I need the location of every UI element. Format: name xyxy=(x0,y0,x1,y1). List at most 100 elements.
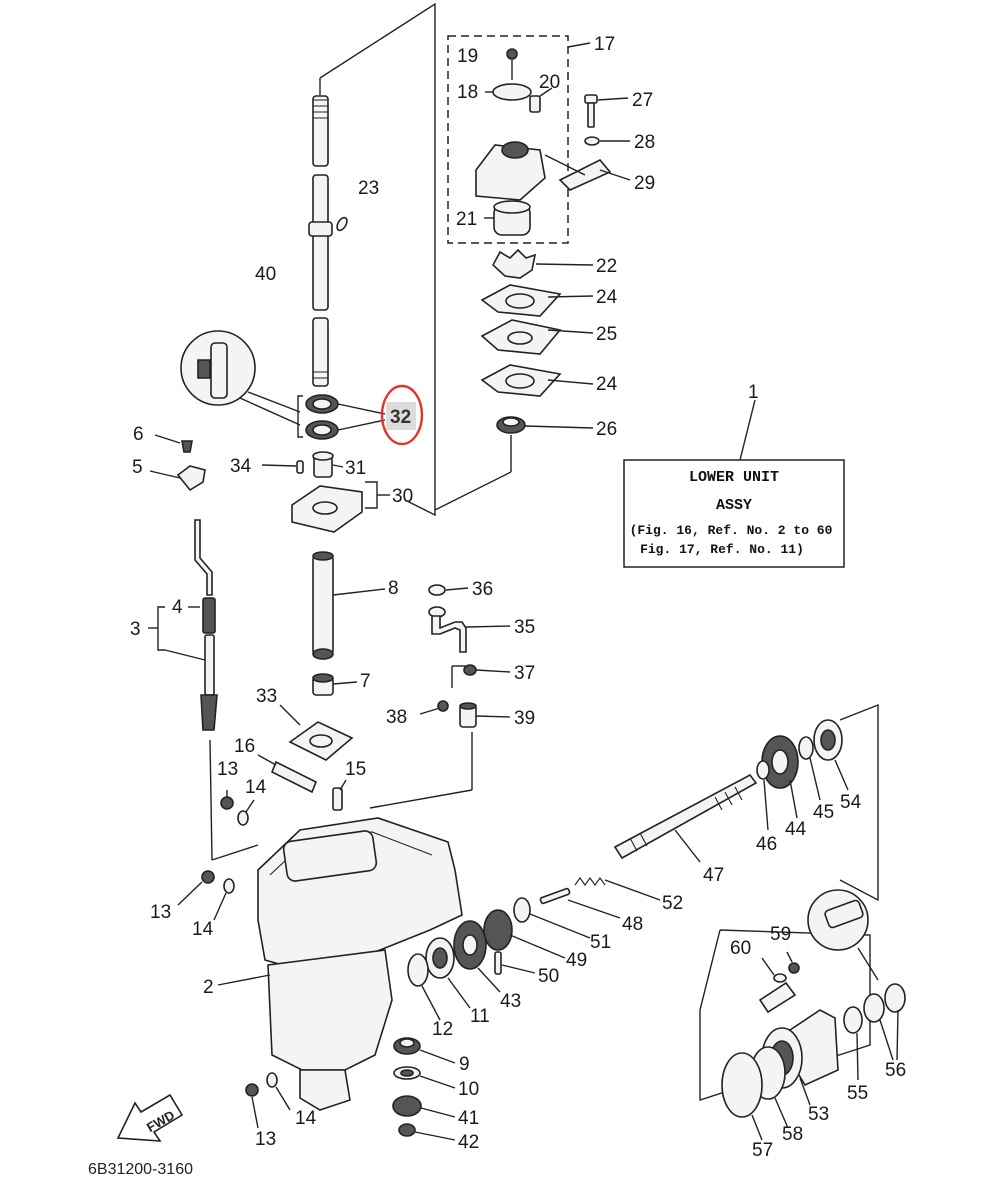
drawing-number: 6B31200-3160 xyxy=(88,1161,193,1178)
highlighted-callout-32[interactable] xyxy=(380,384,424,446)
seal-26 xyxy=(434,416,594,511)
callout-60: 60 xyxy=(730,938,751,959)
callout-44: 44 xyxy=(785,819,807,840)
bearing-54 xyxy=(813,703,879,902)
fwd-arrow-icon: FWD xyxy=(116,1093,184,1142)
drive-shaft xyxy=(308,95,333,387)
callout-7: 7 xyxy=(360,671,371,692)
bushing-31 xyxy=(312,451,344,478)
callout-35: 35 xyxy=(514,617,535,638)
callout-8: 8 xyxy=(388,578,399,599)
housing-30 xyxy=(291,481,390,533)
gasket-24-top xyxy=(480,284,594,317)
callout-55: 55 xyxy=(847,1083,868,1104)
bolt-13-b xyxy=(177,870,215,906)
callout-18: 18 xyxy=(457,82,478,103)
plate-25 xyxy=(480,319,594,355)
callout-27: 27 xyxy=(632,90,653,111)
callout-22: 22 xyxy=(596,256,617,277)
lower-unit-assy-box xyxy=(623,399,845,568)
callout-11: 11 xyxy=(470,1006,490,1027)
callout-52: 52 xyxy=(662,893,683,914)
propeller-shaft-47 xyxy=(613,773,758,863)
callout-46: 46 xyxy=(756,834,777,855)
callout-labels: 2 3 4 5 6 7 8 9 10 11 12 13 13 13 14 14 … xyxy=(130,34,906,1161)
callout-48: 48 xyxy=(622,914,643,935)
callout-5: 5 xyxy=(132,457,143,478)
callout-13-c: 13 xyxy=(255,1129,276,1150)
plate-16 xyxy=(257,754,318,794)
pinion-stack xyxy=(392,1037,456,1141)
callout-15: 15 xyxy=(345,759,366,780)
shaft-frame xyxy=(319,2,436,517)
tube-8 xyxy=(312,551,386,660)
callout-13-a: 13 xyxy=(217,759,238,780)
spring-52 xyxy=(574,877,661,901)
bolt-13-c xyxy=(245,1083,259,1129)
callout-49: 49 xyxy=(566,950,587,971)
callout-41: 41 xyxy=(458,1108,479,1129)
bearing-32-pair xyxy=(297,394,386,440)
pin-50 xyxy=(494,951,536,975)
washer-14-c xyxy=(266,1072,291,1111)
callout-57: 57 xyxy=(752,1140,773,1161)
callout-16: 16 xyxy=(234,736,255,757)
callout-36: 36 xyxy=(472,579,493,600)
shift-rod-assembly xyxy=(148,434,218,731)
callout-50: 50 xyxy=(538,966,559,987)
impeller-22 xyxy=(492,248,594,279)
pin-34 xyxy=(261,460,304,474)
callout-9: 9 xyxy=(459,1054,470,1075)
bearing-11 xyxy=(425,937,471,1009)
callout-4: 4 xyxy=(172,597,183,618)
callout-24-bottom: 24 xyxy=(596,374,618,395)
callout-54: 54 xyxy=(840,792,862,813)
shim-45 xyxy=(798,736,821,801)
callout-29: 29 xyxy=(634,173,655,194)
lever-29 xyxy=(544,154,631,191)
callout-47: 47 xyxy=(703,865,724,886)
callout-20: 20 xyxy=(539,72,560,93)
callout-6: 6 xyxy=(133,424,144,445)
callout-14-a: 14 xyxy=(245,777,267,798)
callout-37: 37 xyxy=(514,663,535,684)
bearing-housing-group xyxy=(699,889,906,1141)
info-box-title: LOWER UNIT xyxy=(689,469,779,486)
clutch-49 xyxy=(483,909,566,959)
callout-34: 34 xyxy=(230,456,252,477)
plunger-48 xyxy=(539,887,621,919)
callout-30: 30 xyxy=(392,486,413,507)
callout-24-top: 24 xyxy=(596,287,618,308)
callout-28: 28 xyxy=(634,132,655,153)
callout-33: 33 xyxy=(256,686,277,707)
pin-15 xyxy=(332,779,347,811)
callout-45: 45 xyxy=(813,802,834,823)
washer-14-a xyxy=(237,799,255,826)
detail-inset-circle xyxy=(180,330,301,426)
ring-51 xyxy=(513,897,591,939)
callout-13-b: 13 xyxy=(150,902,171,923)
callout-58: 58 xyxy=(782,1124,803,1145)
callout-38: 38 xyxy=(386,707,407,728)
callout-32[interactable]: 32 xyxy=(390,407,411,428)
washer-14-b xyxy=(213,878,235,921)
gear-43 xyxy=(453,920,501,993)
lower-unit-housing xyxy=(209,732,473,1111)
callout-12: 12 xyxy=(432,1019,453,1040)
callout-40: 40 xyxy=(255,264,276,285)
callout-26: 26 xyxy=(596,419,617,440)
callout-53: 53 xyxy=(808,1104,829,1125)
info-box-line-2: Fig. 17, Ref. No. 11) xyxy=(640,542,804,557)
callout-1: 1 xyxy=(748,382,759,403)
pin-23 xyxy=(336,216,348,232)
callout-42: 42 xyxy=(458,1132,479,1153)
callout-19: 19 xyxy=(457,46,478,67)
callout-10: 10 xyxy=(458,1079,479,1100)
race-12 xyxy=(407,953,441,1021)
seal-7 xyxy=(312,673,358,696)
callout-17: 17 xyxy=(594,34,615,55)
info-box-line-1: (Fig. 16, Ref. No. 2 to 60 xyxy=(630,523,833,538)
water-pump-assembly-17 xyxy=(447,35,591,244)
